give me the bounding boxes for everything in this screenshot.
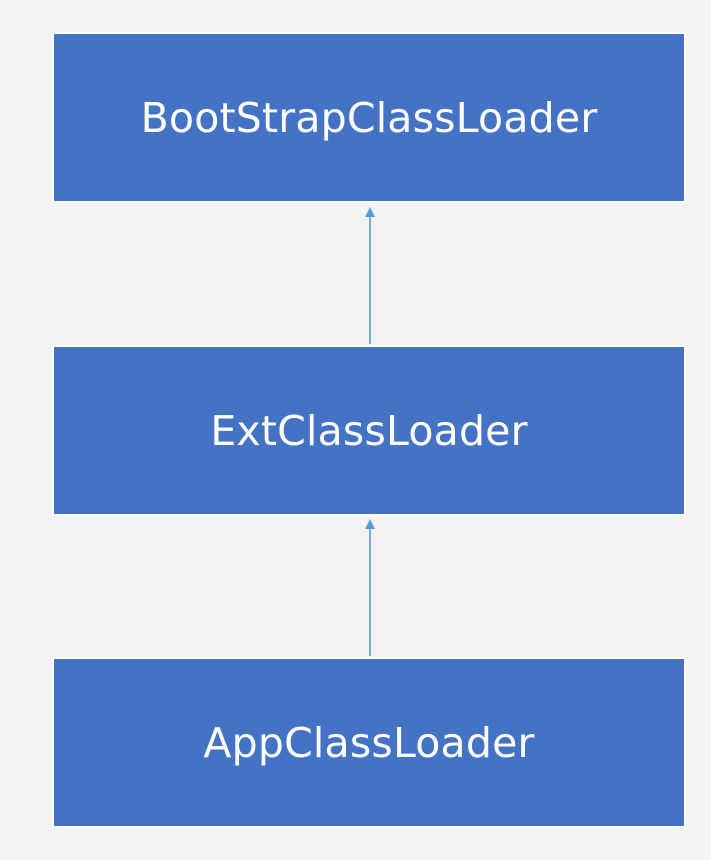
app-classloader-label: AppClassLoader — [203, 718, 535, 767]
bootstrap-classloader-label: BootStrapClassLoader — [140, 93, 598, 142]
app-classloader-box: AppClassLoader — [52, 657, 686, 828]
ext-classloader-label: ExtClassLoader — [210, 406, 528, 455]
bootstrap-classloader-box: BootStrapClassLoader — [52, 32, 686, 203]
ext-classloader-box: ExtClassLoader — [52, 345, 686, 516]
